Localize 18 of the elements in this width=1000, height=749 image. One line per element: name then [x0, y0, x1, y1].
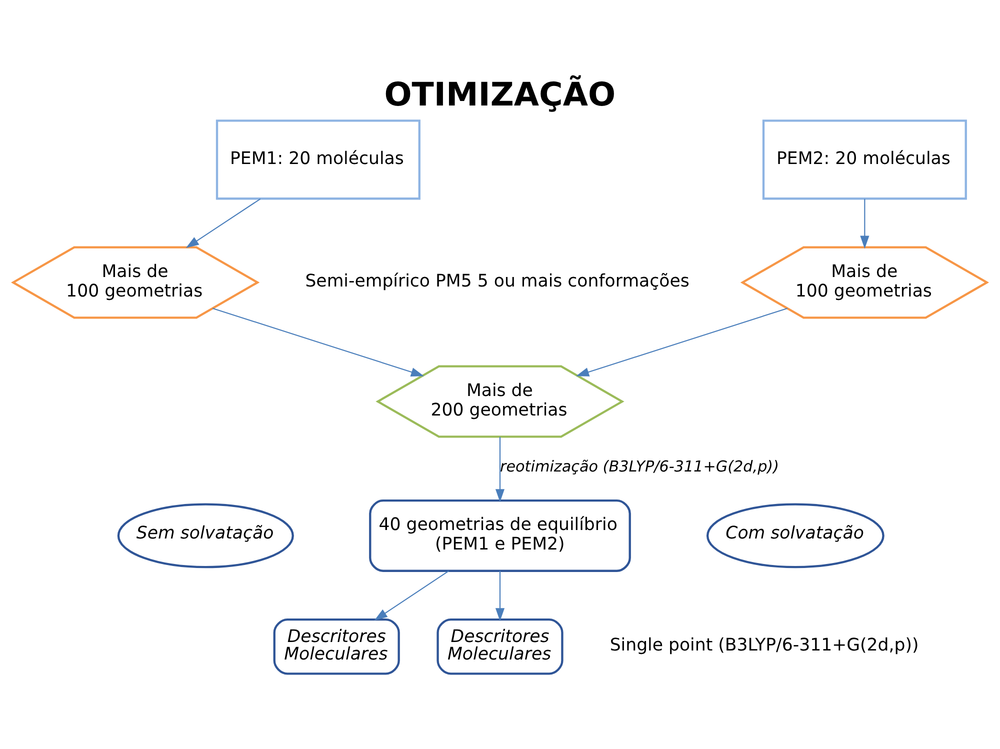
arrow	[186, 198, 261, 248]
arrow	[374, 570, 450, 620]
arrow	[212, 307, 424, 376]
node-box: Descritores Moleculares	[273, 618, 400, 674]
node-box: PEM2: 20 moléculas	[762, 119, 967, 200]
edge-label: reotimização (B3LYP/6-311+G(2d,p))	[500, 457, 779, 476]
node-ellipse: Sem solvatação	[117, 502, 294, 568]
node-ellipse: Com solvatação	[706, 502, 884, 568]
arrow	[860, 198, 870, 248]
arrow	[495, 570, 505, 621]
arrow	[576, 307, 788, 376]
node-box: PEM1: 20 moléculas	[216, 119, 420, 200]
label: Semi-empírico PM5 5 ou mais conformações	[305, 271, 690, 292]
diagram-title: OTIMIZAÇÃO	[384, 75, 616, 114]
label: Single point (B3LYP/6-311+G(2d,p))	[610, 635, 919, 656]
arrow	[495, 436, 505, 502]
node-box: 40 geometrias de equilíbrio (PEM1 e PEM2)	[369, 498, 631, 572]
node-box: Descritores Moleculares	[436, 618, 564, 674]
